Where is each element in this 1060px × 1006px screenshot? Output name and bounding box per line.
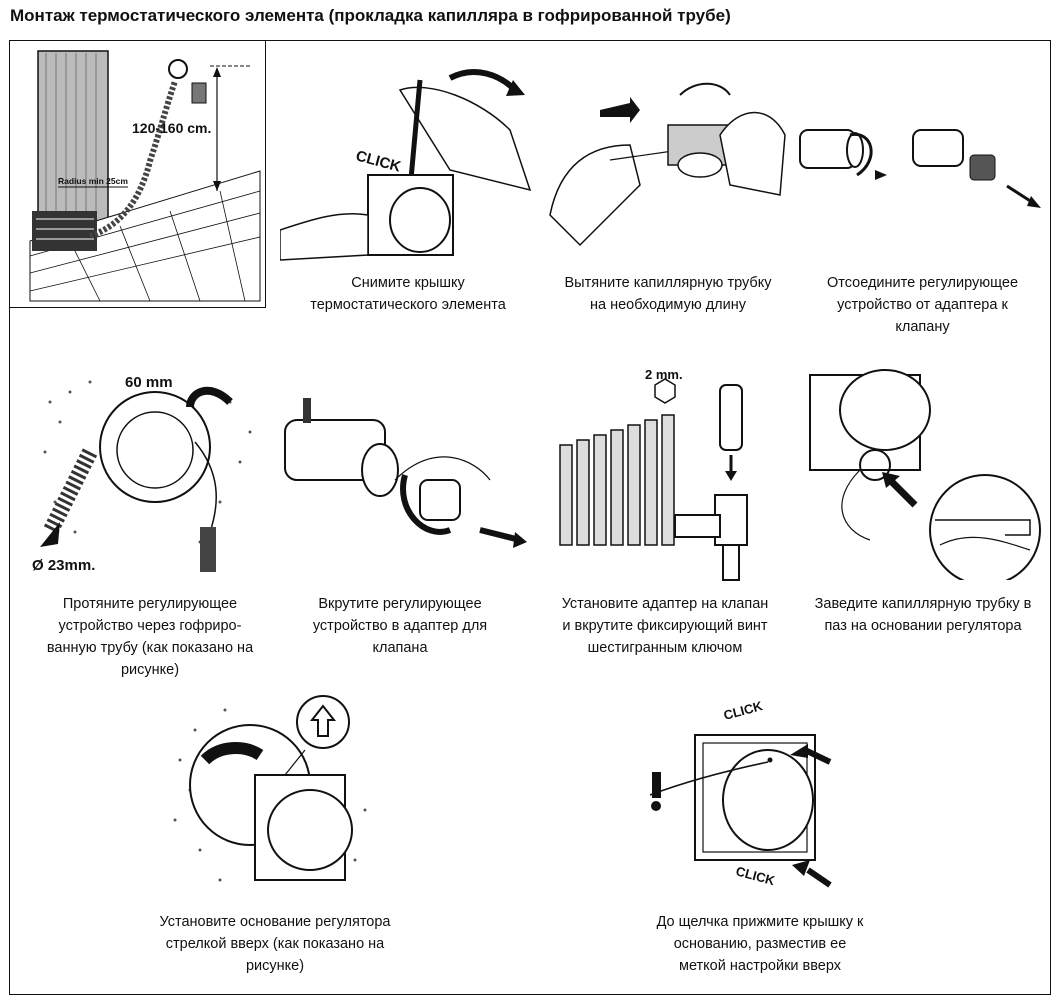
step-1-click-label: CLICK (354, 147, 403, 175)
step-6-figure: 2 mm. (555, 365, 785, 585)
step-7-figure (800, 360, 1045, 580)
step-5-figure (275, 390, 535, 550)
step-6-2mm-label: 2 mm. (645, 367, 683, 382)
step-4-figure: 60 mm Ø 23mm. (30, 362, 270, 582)
installation-overview-illustration: 120-160 cm. Radius min 25cm (29, 50, 261, 302)
step-8-figure (165, 690, 380, 895)
step-4-60mm-label: 60 mm (125, 374, 173, 391)
step-3-figure (795, 100, 1045, 220)
step-9-figure: CLICK CLICK (640, 690, 840, 890)
radius-label: Radius min 25cm (58, 176, 128, 186)
installation-overview: 120-160 cm. Radius min 25cm (9, 40, 266, 308)
height-label: 120-160 cm. (132, 120, 211, 136)
step-4-diameter-label: Ø 23mm. (32, 557, 95, 574)
instructions-frame (9, 40, 1051, 995)
page-title: Монтаж термостатического элемента (прокл… (10, 6, 731, 25)
step-9-click-bottom-label: CLICK (734, 863, 777, 888)
step-2-figure (540, 75, 795, 265)
step-9-click-top-label: CLICK (722, 698, 765, 723)
step-1-figure: CLICK (280, 60, 540, 265)
